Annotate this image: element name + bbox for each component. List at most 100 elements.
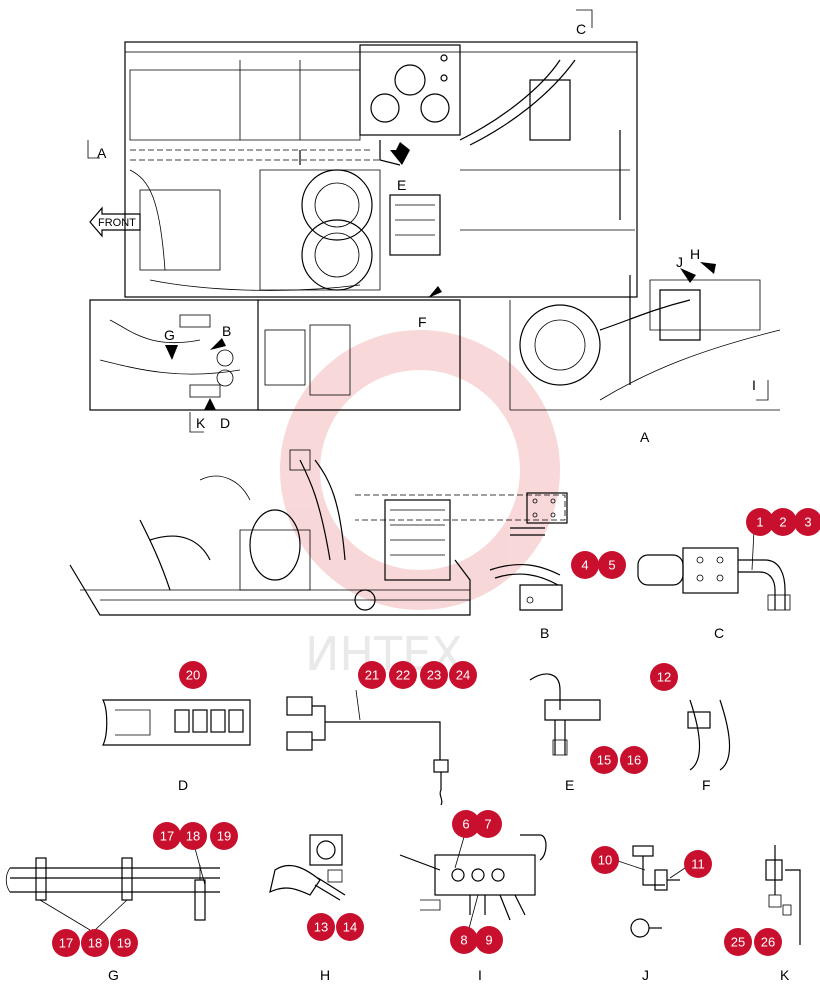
badge-circle-icon xyxy=(450,926,478,954)
callout-badge-2: 2 xyxy=(769,508,797,536)
badge-circle-icon xyxy=(336,913,364,941)
view-c-caption: C xyxy=(714,625,724,641)
badge-circle-icon xyxy=(153,822,181,850)
badge-number: 3 xyxy=(804,515,811,530)
callout-badge-21: 21 xyxy=(358,661,386,689)
callout-arrow-b-icon xyxy=(210,338,226,350)
badge-circle-icon xyxy=(684,850,712,878)
section-marker-c-icon xyxy=(576,9,593,28)
main-top-view: C A FRONT E F xyxy=(87,9,638,330)
badge-number: 8 xyxy=(460,933,467,948)
badge-number: 26 xyxy=(761,935,775,950)
callout-arrow-g-icon xyxy=(165,345,178,360)
badge-number: 20 xyxy=(186,668,200,683)
badge-circle-icon xyxy=(598,551,626,579)
badge-number: 5 xyxy=(608,558,615,573)
view-c: C xyxy=(637,547,791,641)
callout-badge-11: 11 xyxy=(684,850,712,878)
label-k: K xyxy=(196,415,206,431)
callout-badge-23: 23 xyxy=(420,661,448,689)
badge-circle-icon xyxy=(449,661,477,689)
callout-badge-22: 22 xyxy=(389,661,417,689)
badge-circle-icon xyxy=(590,746,618,774)
callout-badge-15: 15 xyxy=(590,746,618,774)
badge-circle-icon xyxy=(307,913,335,941)
badge-number: 22 xyxy=(396,668,410,683)
callout-badge-16: 16 xyxy=(620,746,648,774)
badge-number: 9 xyxy=(485,933,492,948)
label-c: C xyxy=(576,21,586,37)
front-arrow-icon xyxy=(89,206,141,238)
badge-circle-icon xyxy=(389,661,417,689)
callout-badge-12: 12 xyxy=(650,663,678,691)
callout-badge-6: 6 xyxy=(452,810,480,838)
callout-arrow-h-icon xyxy=(700,262,716,274)
label-f: F xyxy=(418,314,427,330)
callout-arrow-f-icon xyxy=(428,286,442,298)
label-g: G xyxy=(164,327,175,343)
callout-badge-19: 19 xyxy=(210,822,238,850)
callout-badge-24: 24 xyxy=(449,661,477,689)
callout-badge-3: 3 xyxy=(794,508,820,536)
callout-badge-20: 20 xyxy=(179,661,207,689)
badge-circle-icon xyxy=(746,508,774,536)
badge-circle-icon xyxy=(620,746,648,774)
view-k: K xyxy=(765,845,801,983)
view-d-caption: D xyxy=(178,777,188,793)
view-j: J xyxy=(630,845,680,983)
badge-number: 7 xyxy=(484,817,491,832)
badge-number: 23 xyxy=(427,668,441,683)
badge-number: 18 xyxy=(88,936,102,951)
view-e-caption: E xyxy=(565,777,574,793)
label-a: A xyxy=(97,145,107,161)
badge-number: 21 xyxy=(365,668,379,683)
badge-number: 17 xyxy=(160,829,174,844)
view-e: E xyxy=(529,673,601,793)
cab-section: G B K D xyxy=(89,299,461,433)
callout-arrow-j-icon xyxy=(680,268,696,283)
badge-number: 14 xyxy=(343,920,357,935)
label-h: H xyxy=(690,246,700,262)
view-i: I xyxy=(399,834,547,983)
badge-number: 25 xyxy=(731,935,745,950)
callout-badge-26: 26 xyxy=(754,928,782,956)
badge-circle-icon xyxy=(210,822,238,850)
badge-circle-icon xyxy=(110,929,138,957)
callout-badge-18: 18 xyxy=(81,929,109,957)
callout-badge-1: 1 xyxy=(746,508,774,536)
callout-badge-18: 18 xyxy=(179,822,207,850)
view-b-caption: B xyxy=(540,625,549,641)
detail-view-a: H J I A xyxy=(509,246,781,445)
badge-number: 16 xyxy=(627,753,641,768)
view-g: G xyxy=(5,857,220,983)
badge-circle-icon xyxy=(452,810,480,838)
leader-lines xyxy=(189,529,755,933)
view-d: D xyxy=(102,699,251,793)
view-h-caption: H xyxy=(320,967,330,983)
label-front: FRONT xyxy=(98,217,136,229)
badge-circle-icon xyxy=(420,661,448,689)
watermark-gear-icon xyxy=(280,330,560,610)
view-f-caption: F xyxy=(702,777,711,793)
badge-number: 11 xyxy=(691,857,705,872)
badge-number: 17 xyxy=(59,936,73,951)
section-marker-i-icon xyxy=(756,380,769,401)
callout-badge-14: 14 xyxy=(336,913,364,941)
badge-circle-icon xyxy=(591,846,619,874)
badge-number: 4 xyxy=(581,558,588,573)
callout-arrow-d-icon xyxy=(204,398,216,410)
detail-a-caption: A xyxy=(640,429,650,445)
badge-circle-icon xyxy=(571,551,599,579)
view-b: B xyxy=(489,492,568,641)
callout-badge-13: 13 xyxy=(307,913,335,941)
view-j-caption: J xyxy=(642,967,649,983)
badge-circle-icon xyxy=(358,661,386,689)
badge-circle-icon xyxy=(179,661,207,689)
callout-badge-5: 5 xyxy=(598,551,626,579)
section-marker-a-icon xyxy=(87,140,100,159)
callout-badge-9: 9 xyxy=(475,926,503,954)
callout-badge-17: 17 xyxy=(153,822,181,850)
badge-circle-icon xyxy=(179,822,207,850)
badge-circle-icon xyxy=(724,928,752,956)
badge-circle-icon xyxy=(475,926,503,954)
